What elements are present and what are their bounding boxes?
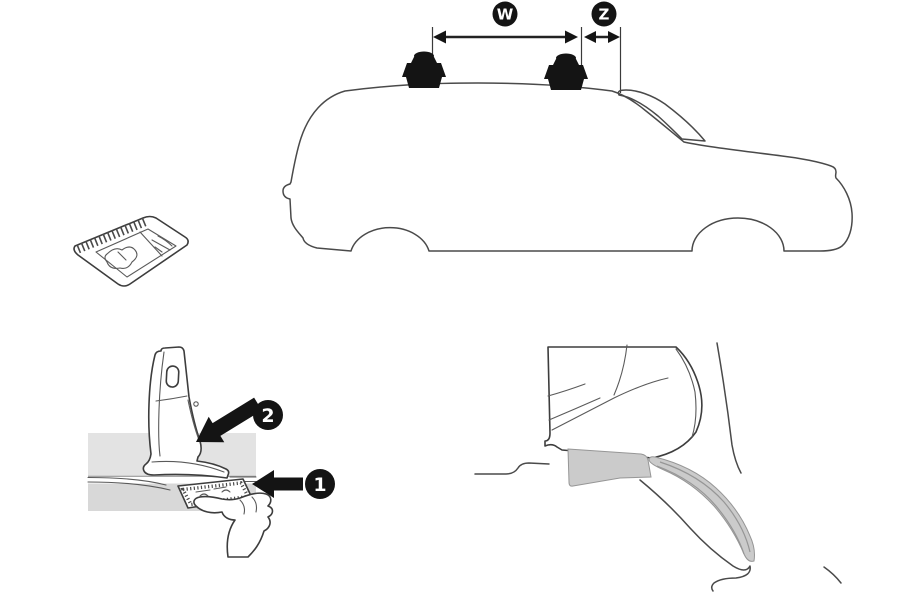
- door-frame-rear-edge: [716, 342, 742, 474]
- dimension-w-label: W: [497, 6, 514, 24]
- sill-line-left: [474, 462, 550, 475]
- sheet-rolled-edge-hatching: [76, 216, 149, 254]
- thick-left-arrow-icon: [252, 470, 303, 498]
- step-2-badge: 2: [253, 400, 283, 430]
- roof-mount-pod-rear: [402, 51, 446, 88]
- sheet-pictogram-right: [151, 235, 173, 253]
- step-1-label: 1: [313, 474, 326, 496]
- trim-strip-rib-lines: [656, 461, 751, 555]
- hand-finger-lines: [239, 496, 258, 515]
- roof-mount-pod-front: [544, 53, 588, 90]
- dimension-badge-z: Z: [591, 1, 617, 27]
- step-1-badge: 1: [305, 469, 335, 499]
- sheet-pictogram-left: [104, 246, 138, 269]
- hand-inserting-template-icon: [193, 492, 274, 558]
- sheet-outline: [73, 215, 189, 287]
- offset-dimension-arrow-icon: [584, 31, 620, 43]
- foot-installation-illustration: 2 1: [87, 346, 335, 558]
- thick-down-left-arrow-icon: [196, 397, 262, 443]
- width-dimension-arrow-icon: [433, 30, 578, 44]
- frame-sweep-line: [639, 479, 751, 592]
- door-sill-trim-strip: [648, 456, 755, 562]
- instruction-template-sheet-icon: [73, 215, 189, 287]
- dimension-badge-w: W: [492, 1, 518, 27]
- foot-body-crease-lines: [547, 344, 697, 438]
- foot-pad-closeup-illustration: [474, 342, 842, 592]
- dimension-z-label: Z: [599, 6, 610, 24]
- body-corner-line: [823, 566, 842, 584]
- car-dimension-diagram: W Z: [282, 1, 853, 252]
- car-side-profile-icon: [282, 82, 853, 252]
- roof-rack-foot-icon: [142, 346, 230, 479]
- foot-screw-detail: [193, 401, 199, 407]
- template-pictograms: [195, 486, 231, 497]
- windshield-glass: [617, 89, 706, 142]
- foot-strap-slot: [165, 365, 180, 388]
- spacer-pad: [567, 448, 652, 487]
- sheet-panel-divider: [139, 231, 163, 257]
- step-2-label: 2: [261, 405, 274, 427]
